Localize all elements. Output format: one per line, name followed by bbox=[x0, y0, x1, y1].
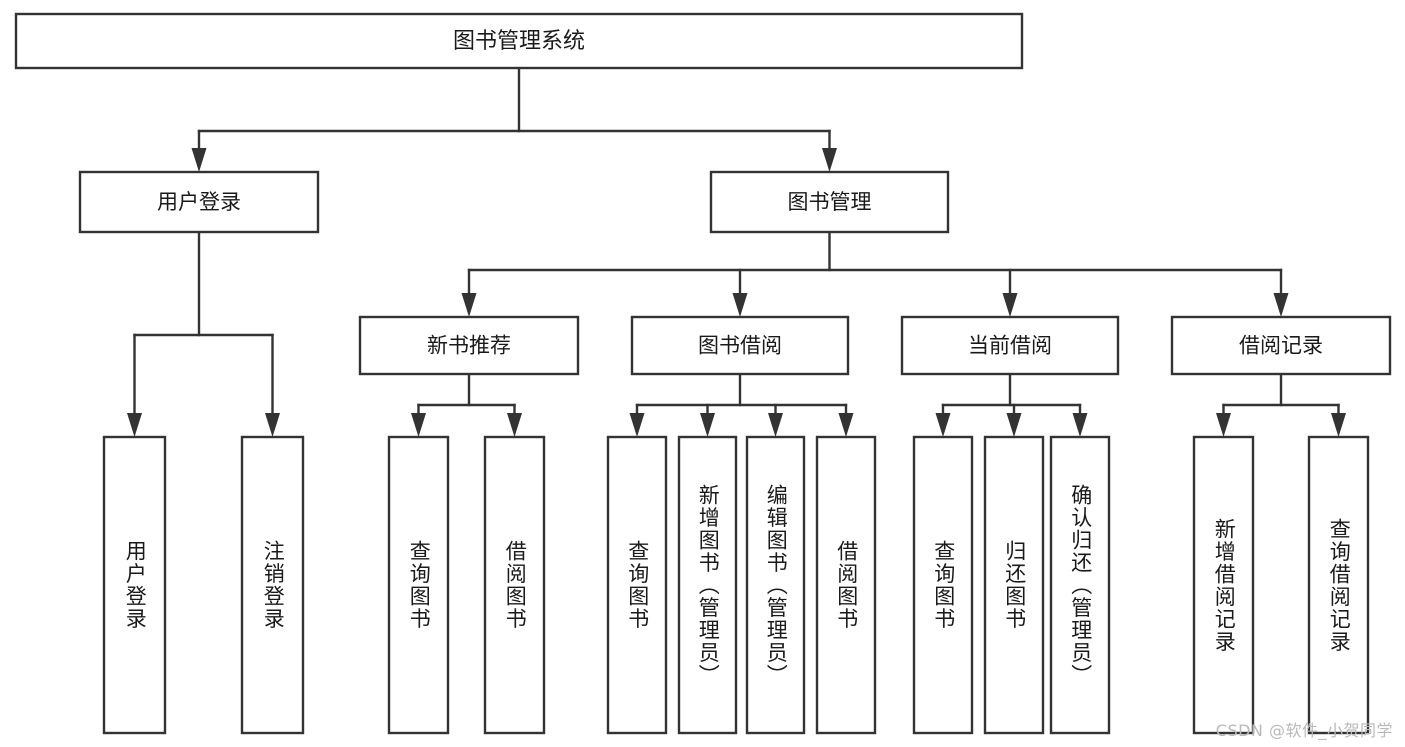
node-box-l-bw-borrow[interactable] bbox=[815, 435, 877, 735]
node-box-l-rc-query[interactable] bbox=[1307, 435, 1370, 735]
node-label-record: 借阅记录 bbox=[1239, 334, 1323, 358]
connector-group-bus-bookmgmt bbox=[461, 230, 1289, 317]
node-box-l-logout[interactable] bbox=[240, 435, 305, 735]
connector-group-bus-root bbox=[191, 66, 837, 172]
node-label-root: 图书管理系统 bbox=[453, 29, 585, 54]
node-box-l-cu-return[interactable] bbox=[983, 435, 1045, 735]
node-label-newbook: 新书推荐 bbox=[427, 334, 511, 358]
csdn-watermark: CSDN @软件_小贺同学 bbox=[1215, 721, 1393, 740]
node-box-l-nb-borrow[interactable] bbox=[483, 435, 546, 735]
connector-group-bus-borrow bbox=[629, 372, 854, 437]
node-box-login[interactable] bbox=[78, 170, 320, 234]
connector-group-bus-record bbox=[1216, 372, 1346, 437]
node-box-current[interactable] bbox=[900, 315, 1120, 376]
node-box-record[interactable] bbox=[1170, 315, 1392, 376]
node-box-l-bw-edit[interactable] bbox=[745, 435, 806, 735]
node-box-layer bbox=[14, 12, 1392, 735]
connector-group-bus-current bbox=[935, 372, 1088, 437]
node-label-bookmgmt: 图书管理 bbox=[788, 190, 872, 214]
node-box-l-login[interactable] bbox=[102, 435, 167, 735]
node-box-l-cu-query[interactable] bbox=[912, 435, 974, 735]
connector-group-bus-newbook bbox=[411, 372, 522, 437]
node-box-l-bw-query[interactable] bbox=[606, 435, 668, 735]
node-box-l-nb-query[interactable] bbox=[387, 435, 450, 735]
node-label-current: 当前借阅 bbox=[968, 334, 1052, 358]
node-box-newbook[interactable] bbox=[358, 315, 580, 376]
node-box-root[interactable] bbox=[14, 12, 1024, 70]
node-box-l-rc-add[interactable] bbox=[1192, 435, 1255, 735]
connector-group-bus-login bbox=[127, 230, 280, 437]
node-label-login: 用户登录 bbox=[157, 190, 241, 214]
node-box-borrow[interactable] bbox=[630, 315, 850, 376]
node-box-l-cu-confirm[interactable] bbox=[1049, 435, 1111, 735]
node-box-bookmgmt[interactable] bbox=[709, 170, 950, 234]
connector-layer bbox=[127, 66, 1346, 437]
node-box-l-bw-add[interactable] bbox=[677, 435, 738, 735]
node-label-borrow: 图书借阅 bbox=[698, 334, 782, 358]
